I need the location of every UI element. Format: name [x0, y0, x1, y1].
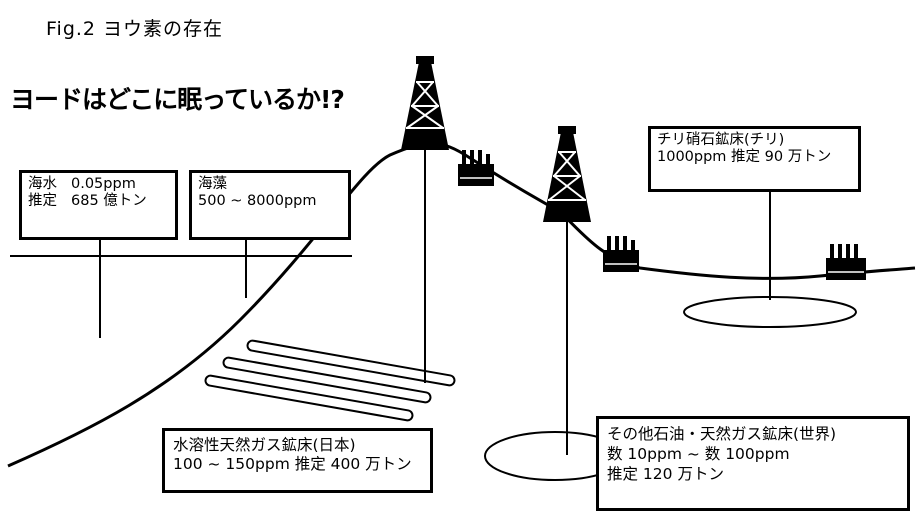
seawater-name: 海水: [28, 176, 57, 192]
seawater-estimate: 685 億トン: [71, 193, 147, 209]
oil-derrick-icon: [401, 56, 449, 150]
chile-deposit-ellipse: [683, 296, 857, 328]
chile-nitre-label-box: チリ硝石鉱床(チリ) 1000ppm 推定 90 万トン: [648, 126, 861, 192]
chile-nitre-name: チリ硝石鉱床(チリ): [657, 132, 785, 148]
world-gas-name: その他石油・天然ガス鉱床(世界): [607, 425, 837, 443]
japan-gas-label-box: 水溶性天然ガス鉱床(日本) 100 ~ 150ppm 推定 400 万トン: [162, 428, 433, 493]
factory-icon: [826, 244, 866, 280]
chile-nitre-details: 1000ppm 推定 90 万トン: [657, 149, 832, 165]
japan-gas-name: 水溶性天然ガス鉱床(日本): [173, 436, 356, 454]
seawater-concentration: 0.05ppm: [71, 176, 136, 192]
seaweed-concentration: 500 ~ 8000ppm: [198, 193, 317, 209]
seaweed-name: 海藻: [198, 176, 227, 192]
seawater-estimate-label: 推定: [28, 193, 57, 209]
figure-caption: Fig.2 ヨウ素の存在: [46, 18, 224, 40]
world-gas-concentration: 数 10ppm ~ 数 100ppm: [607, 445, 790, 463]
japan-gas-layers: [204, 339, 456, 422]
world-gas-estimate: 推定 120 万トン: [607, 465, 724, 483]
japan-gas-details: 100 ~ 150ppm 推定 400 万トン: [173, 455, 412, 473]
world-gas-label-box: その他石油・天然ガス鉱床(世界) 数 10ppm ~ 数 100ppm 推定 1…: [596, 416, 910, 511]
figure-question: ヨードはどこに眠っているか!?: [10, 85, 345, 114]
factory-icon: [458, 150, 494, 186]
factory-icon: [603, 236, 639, 272]
seawater-label-box: 海水 0.05ppm 推定 685 億トン: [19, 170, 178, 240]
oil-derrick-icon: [543, 126, 591, 222]
seaweed-label-box: 海藻 500 ~ 8000ppm: [189, 170, 351, 240]
